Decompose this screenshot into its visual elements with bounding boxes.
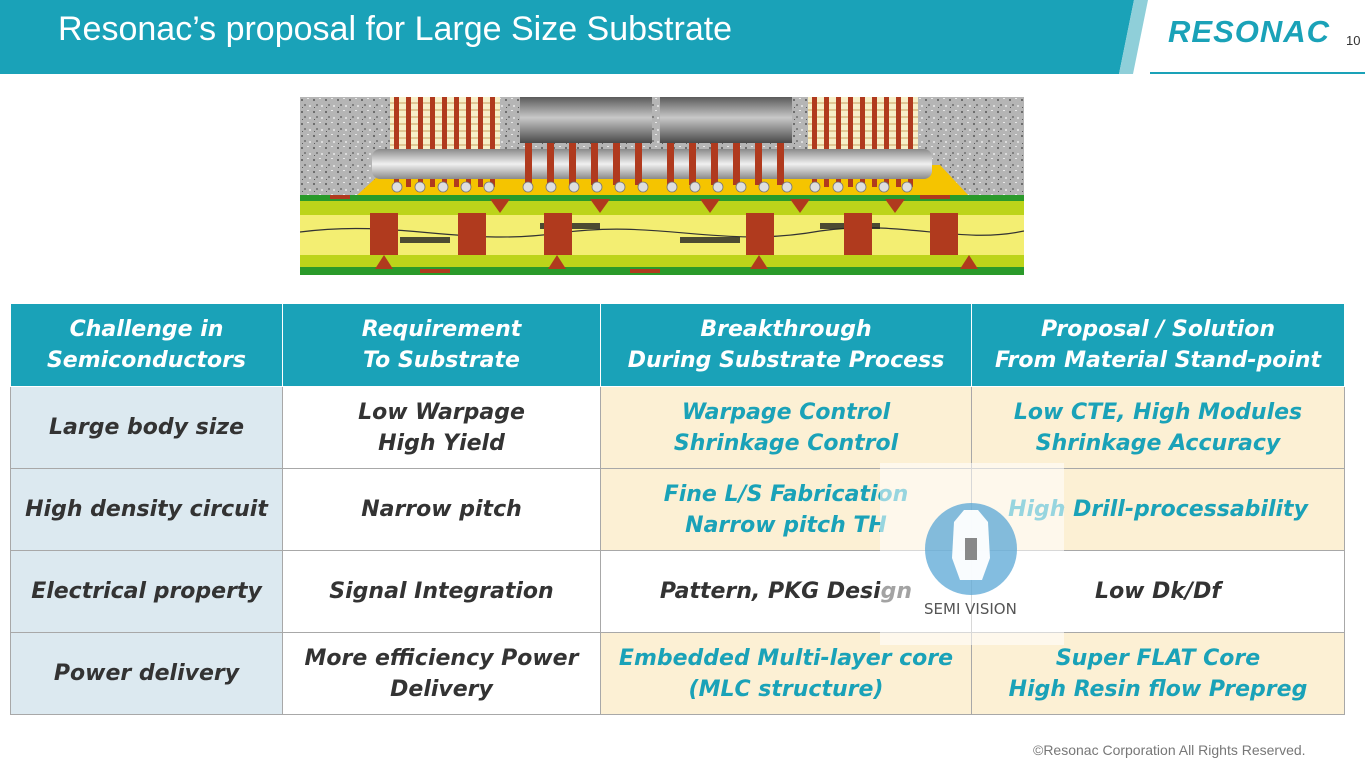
- header-band: [0, 0, 1365, 74]
- substrate-cross-section-illustration: [300, 97, 1024, 275]
- requirement-cell: Low Warpage High Yield: [282, 386, 601, 469]
- challenge-cell: Power delivery: [10, 632, 283, 715]
- challenge-cell: High density circuit: [10, 468, 283, 551]
- page-title: Resonac’s proposal for Large Size Substr…: [58, 10, 733, 48]
- table-header-row: Challenge in Semiconductors Requirement …: [10, 303, 1345, 387]
- semi-vision-logo-icon: [925, 503, 1017, 595]
- challenge-solution-table: Challenge in Semiconductors Requirement …: [10, 303, 1345, 715]
- table-row: Large body size Low Warpage High Yield W…: [10, 386, 1345, 469]
- company-logo: RESONAC: [1168, 14, 1331, 49]
- challenge-cell: Large body size: [10, 386, 283, 469]
- requirement-cell: Narrow pitch: [282, 468, 601, 551]
- table-row: High density circuit Narrow pitch Fine L…: [10, 468, 1345, 551]
- copyright-notice: ©Resonac Corporation All Rights Reserved…: [1033, 742, 1306, 758]
- breakthrough-cell: Warpage Control Shrinkage Control: [600, 386, 972, 469]
- header-requirement: Requirement To Substrate: [282, 303, 601, 387]
- header-proposal: Proposal / Solution From Material Stand-…: [971, 303, 1345, 387]
- requirement-cell: More efficiency Power Delivery: [282, 632, 601, 715]
- proposal-cell: Super FLAT Core High Resin flow Prepreg: [971, 632, 1345, 715]
- watermark-text: SEMI VISION: [924, 600, 1017, 618]
- header-bar: Resonac’s proposal for Large Size Substr…: [0, 0, 1365, 74]
- header-challenge: Challenge in Semiconductors: [10, 303, 283, 387]
- page-number: 10: [1346, 33, 1361, 48]
- requirement-cell: Signal Integration: [282, 550, 601, 633]
- table-row: Electrical property Signal Integration P…: [10, 550, 1345, 633]
- header-breakthrough: Breakthrough During Substrate Process: [600, 303, 972, 387]
- breakthrough-cell: Embedded Multi-layer core (MLC structure…: [600, 632, 972, 715]
- challenge-cell: Electrical property: [10, 550, 283, 633]
- table-row: Power delivery More efficiency Power Del…: [10, 632, 1345, 715]
- proposal-cell: Low CTE, High Modules Shrinkage Accuracy: [971, 386, 1345, 469]
